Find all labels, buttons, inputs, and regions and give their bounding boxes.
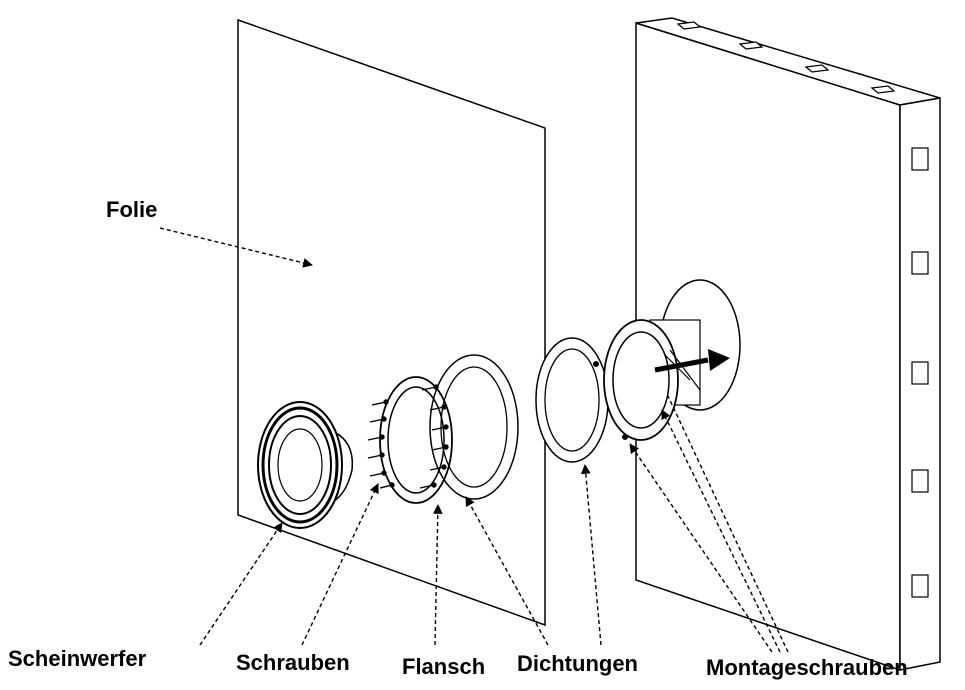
screws-group bbox=[367, 384, 449, 489]
leader-mount-2 bbox=[661, 409, 781, 653]
exploded-view-arrow-icon bbox=[654, 349, 730, 373]
foil-panel bbox=[237, 18, 546, 627]
label-screws: Schrauben bbox=[236, 650, 350, 675]
label-flange: Flansch bbox=[402, 654, 486, 679]
leader-gasket-2 bbox=[580, 464, 602, 646]
leader-foil bbox=[159, 227, 313, 268]
label-light: Scheinwerfer bbox=[8, 646, 147, 671]
flange bbox=[379, 376, 453, 504]
leader-gasket-1 bbox=[465, 496, 549, 646]
leader-light bbox=[199, 522, 283, 646]
spotlight bbox=[257, 401, 354, 529]
label-mounting-screws: Montageschrauben bbox=[706, 655, 908, 680]
label-gaskets: Dichtungen bbox=[517, 651, 638, 676]
leader-flange bbox=[432, 504, 443, 646]
leader-mount-3 bbox=[667, 395, 789, 653]
side-windows bbox=[911, 147, 929, 598]
leader-screws bbox=[301, 483, 379, 646]
gasket-2 bbox=[535, 337, 609, 463]
label-foil: Folie bbox=[106, 197, 158, 222]
leader-lines bbox=[159, 227, 789, 653]
top-openings bbox=[676, 21, 896, 94]
mounting-screws-small bbox=[593, 361, 628, 440]
wall-box bbox=[635, 17, 941, 672]
